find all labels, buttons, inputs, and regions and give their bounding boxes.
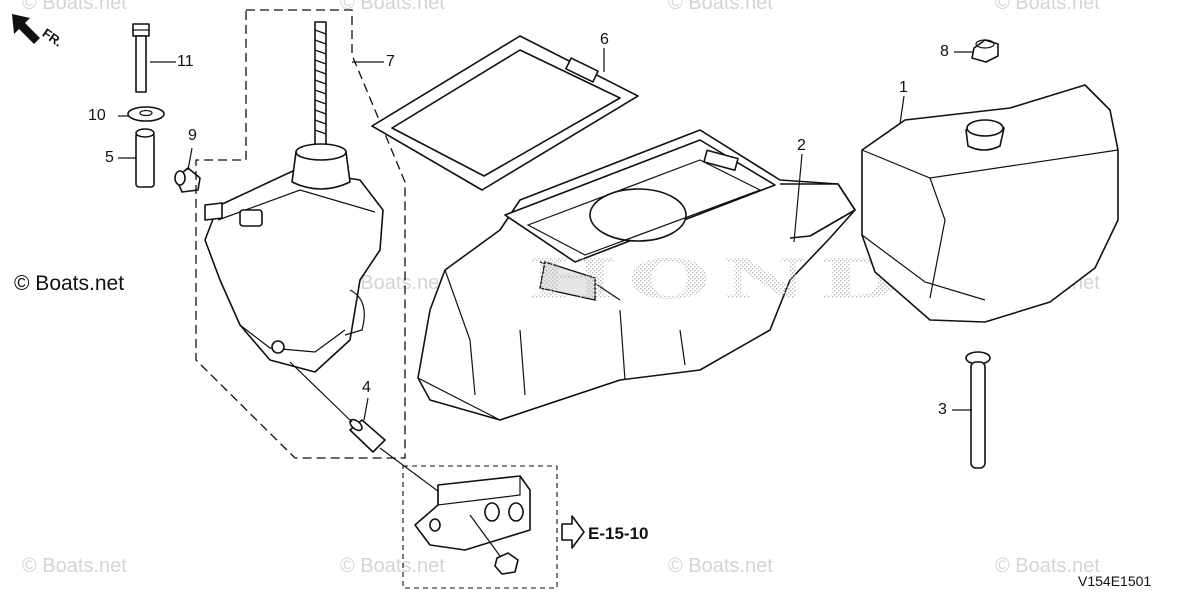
part-6-gasket <box>371 35 639 191</box>
watermark: © Boats.net <box>22 555 127 577</box>
part-9-cap <box>174 167 201 193</box>
part-8-nut <box>971 39 999 63</box>
watermark: © Boats.net <box>340 555 445 577</box>
bracket-group-outline <box>402 465 558 589</box>
part-10-washer <box>127 106 165 122</box>
cross-reference-arrow-icon <box>561 515 585 549</box>
watermark: © Boats.net <box>22 0 127 14</box>
watermark: © Boats.net <box>668 0 773 14</box>
callout-11: 11 <box>177 53 194 70</box>
part-3-bolt <box>965 351 991 469</box>
copyright-notice: © Boats.net <box>14 272 125 295</box>
watermark: © Boats.net <box>340 0 445 14</box>
callout-2: 2 <box>797 137 806 154</box>
callout-9: 9 <box>188 127 197 144</box>
callout-7: 7 <box>386 53 395 70</box>
part-1-cover <box>861 84 1119 323</box>
callout-3: 3 <box>938 401 947 418</box>
assembly-group-outline <box>195 9 406 459</box>
callout-8: 8 <box>940 43 949 60</box>
callout-1: 1 <box>899 79 908 96</box>
part-11-bolt <box>132 23 150 93</box>
callout-4: 4 <box>362 379 371 396</box>
watermark: © Boats.net <box>995 555 1100 577</box>
watermark: © Boats.net <box>668 555 773 577</box>
cross-reference-label: E-15-10 <box>588 524 649 543</box>
diagram-code: V154E1501 <box>1078 573 1152 589</box>
part-5-collar <box>135 128 155 188</box>
part-7-tank <box>204 21 384 373</box>
watermark: © Boats.net <box>340 272 445 294</box>
part-2-case <box>417 129 856 421</box>
callout-6: 6 <box>600 31 609 48</box>
callout-10: 10 <box>88 107 106 124</box>
callout-leaders <box>118 48 974 421</box>
orientation-arrow-icon <box>12 14 40 44</box>
watermark: © Boats.net <box>995 0 1100 14</box>
callout-5: 5 <box>105 149 114 166</box>
bracket-part <box>414 475 531 575</box>
